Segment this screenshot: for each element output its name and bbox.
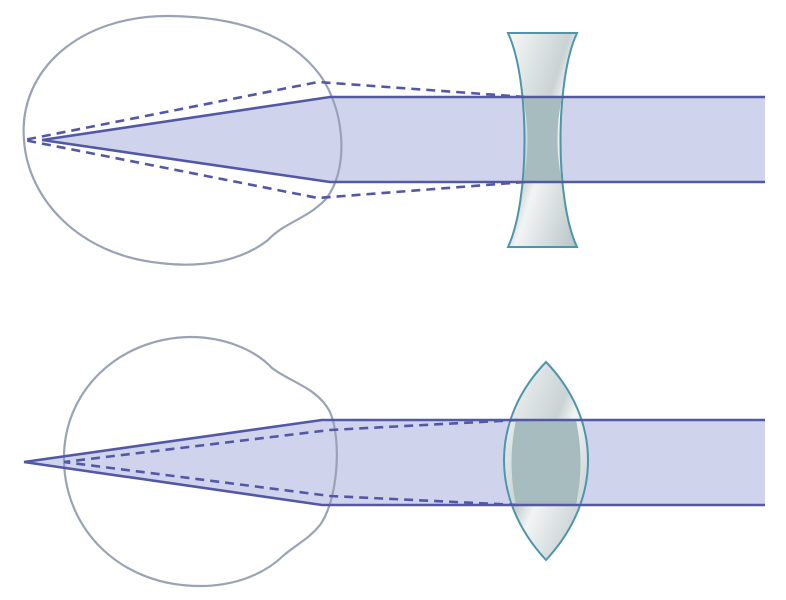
uncorrected-ray-lower xyxy=(23,460,765,507)
light-beam xyxy=(42,97,765,182)
myopia-correction-panel xyxy=(22,14,765,266)
corrected-ray-upper xyxy=(41,95,765,142)
light-beam xyxy=(24,420,765,505)
elongated-eyeball xyxy=(22,14,343,266)
shortened-eyeball xyxy=(62,335,338,588)
concave-lens-beam-section xyxy=(523,97,562,182)
convex-lens-beam-section xyxy=(511,420,581,505)
converged-ray-upper xyxy=(63,418,519,464)
diverged-ray-upper xyxy=(23,80,526,142)
diverged-ray-lower xyxy=(23,138,526,200)
converged-ray-lower xyxy=(63,460,519,507)
uncorrected-ray-upper xyxy=(23,418,765,464)
hyperopia-correction-panel xyxy=(23,335,765,588)
corrected-ray-lower xyxy=(41,138,765,184)
